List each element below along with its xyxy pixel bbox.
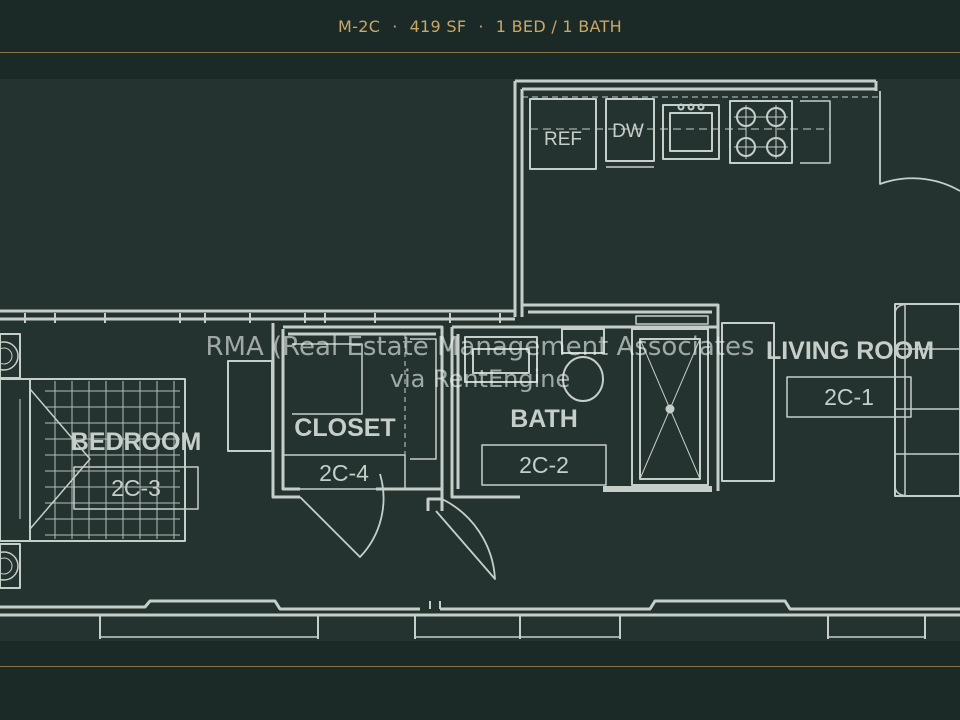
- closet-name: CLOSET: [294, 414, 395, 442]
- unit-summary-header: M-2C · 419 SF · 1 BED / 1 BATH: [0, 0, 960, 52]
- bedroom-name: BEDROOM: [71, 428, 202, 456]
- separator: ·: [392, 16, 398, 36]
- living-room-furniture: [721, 303, 960, 497]
- bed-bath-count: 1 BED / 1 BATH: [495, 16, 622, 36]
- bath-fixtures: [464, 315, 709, 486]
- separator: ·: [478, 16, 484, 36]
- kitchen-counter: [529, 98, 831, 170]
- closet-code: 2C-4: [319, 460, 369, 486]
- header-divider: [0, 52, 960, 53]
- living-room-code: 2C-1: [824, 384, 874, 410]
- living-room-name: LIVING ROOM: [766, 337, 934, 365]
- closet-fixtures: [292, 338, 437, 460]
- exterior-walls: [0, 79, 960, 639]
- bath-name: BATH: [510, 405, 578, 433]
- dishwasher-label: DW: [612, 121, 644, 142]
- unit-number: M-2C: [338, 16, 381, 36]
- unit-area: 419 SF: [409, 16, 467, 36]
- footer-divider: [0, 666, 960, 667]
- interior-walls: [271, 323, 718, 609]
- refrigerator-label: REF: [544, 129, 582, 150]
- door-swings: [299, 91, 960, 580]
- bath-code: 2C-2: [519, 452, 569, 478]
- room-label-boxes: [73, 376, 912, 510]
- floor-plan: REF DW BEDROOM CLOSET BATH LIVING ROOM 2…: [0, 79, 960, 641]
- bedroom-code: 2C-3: [111, 475, 161, 501]
- bedroom-furniture: [0, 333, 273, 589]
